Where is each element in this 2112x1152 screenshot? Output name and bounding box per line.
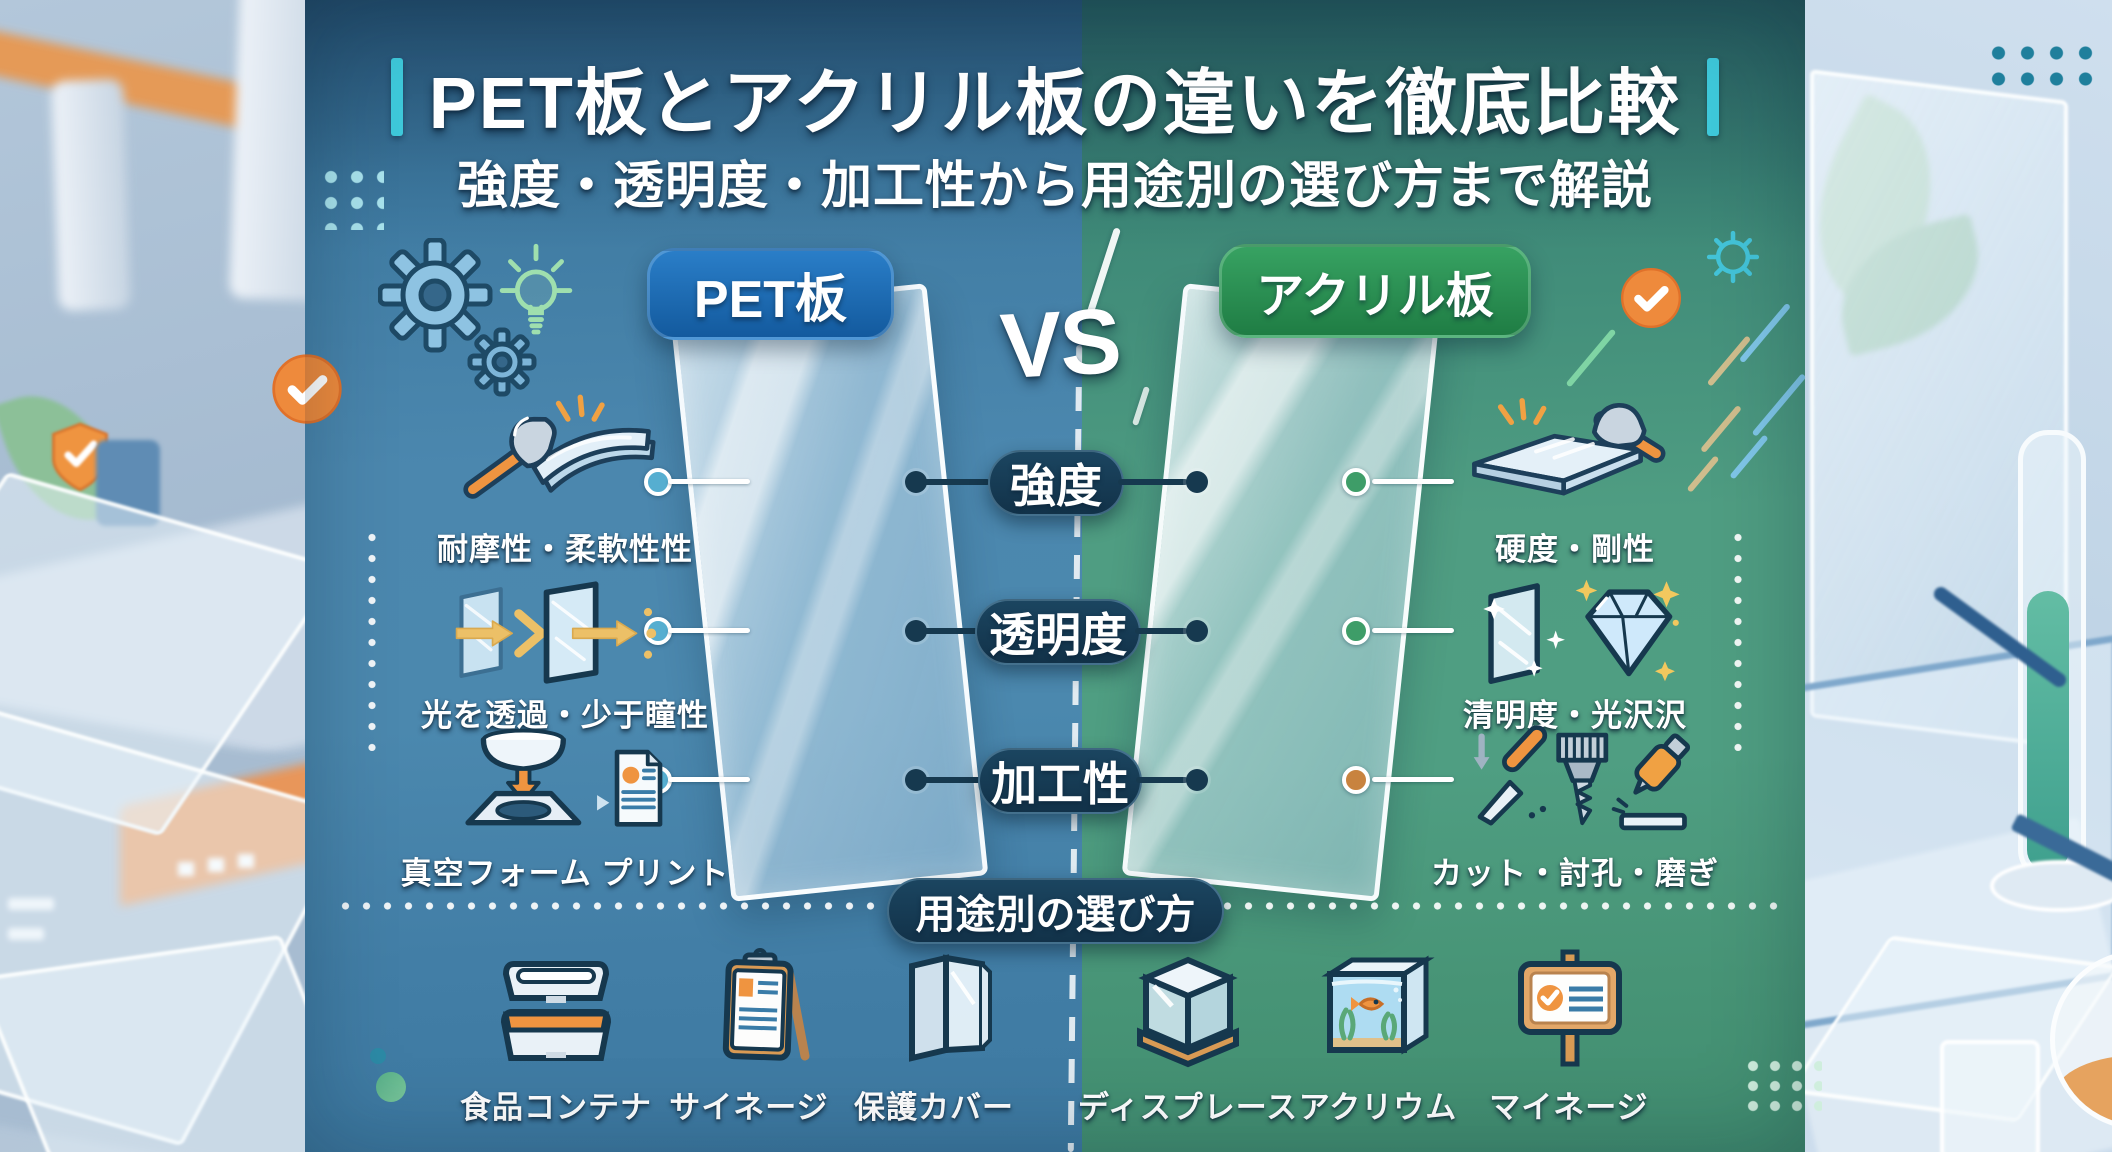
page-subtitle: 強度・透明度・加工性から用途別の選び方まで解説 [456, 157, 1653, 214]
gear-outline-icon [1706, 230, 1760, 284]
right-background-scene [1757, 0, 2112, 1152]
dotted-guide-line [368, 527, 376, 751]
connector-dot [644, 468, 672, 496]
connector-line [1135, 628, 1188, 634]
connector-dot [1186, 769, 1208, 791]
display-case-icon [1137, 956, 1239, 1068]
connector-dot [1186, 620, 1208, 642]
dot-decoration [370, 1048, 386, 1064]
check-circle-icon [272, 354, 342, 424]
aquarium-icon [1321, 955, 1435, 1055]
pet-transparency-label: 光を透過・少于瞳性 [421, 698, 709, 733]
connector-dot [905, 620, 927, 642]
connector-dot [1342, 468, 1370, 496]
usage-item-label: サイネージ [669, 1090, 829, 1125]
acrylic-transparency-label: 清明度・光沢沢 [1463, 698, 1687, 733]
usage-item-label: マイネージ [1489, 1090, 1649, 1125]
lightbulb-icon [499, 243, 573, 335]
food-container-icon [500, 961, 612, 1061]
dot-decoration [376, 1072, 406, 1102]
usage-item-label: 保護カバー [854, 1090, 1014, 1125]
page-title: PET板とアクリル板の違いを徹底比較 [428, 64, 1682, 144]
connector-line [1372, 777, 1454, 782]
title-accent-bar [1707, 57, 1720, 136]
usage-item-label: アクリウム [1298, 1090, 1458, 1125]
acrylic-strength-icons [1472, 398, 1666, 496]
pet-transparency-icons [455, 581, 657, 684]
factory-chimney [51, 78, 131, 312]
check-circle-icon [1621, 268, 1681, 328]
connector-dot [905, 769, 927, 791]
acrylic-badge: アクリル板 [1219, 244, 1531, 338]
beaker [1940, 1040, 2040, 1152]
connector-dot [1186, 471, 1208, 493]
connector-line [668, 479, 750, 484]
connector-line [1372, 479, 1454, 484]
left-background-scene [0, 0, 393, 1152]
acrylic-strength-label: 硬度・剛性 [1495, 532, 1655, 567]
usage-item-label: ディスプレース [1077, 1090, 1299, 1125]
pet-workability-label: 真空フォーム プリント [400, 856, 730, 891]
flask-liquid [2055, 1055, 2112, 1125]
pet-strength-label: 耐摩性・柔軟性性 [437, 532, 693, 567]
criteria-pill-strength: 強度 [988, 450, 1124, 516]
connector-line [922, 479, 990, 485]
criteria-pill-workability: 加工性 [978, 748, 1142, 814]
connector-line [1372, 628, 1454, 633]
connector-dot [1342, 617, 1370, 645]
connector-line [668, 777, 750, 782]
sign-board-icon [1518, 949, 1622, 1067]
acrylic-workability-icons [1473, 725, 1690, 831]
acrylic-transparency-icons [1483, 579, 1680, 684]
dot-grid-decoration [1984, 40, 2096, 92]
signage-icon [722, 948, 810, 1061]
usage-section-title: 用途別の選び方 [887, 878, 1224, 944]
vs-label: VS [998, 289, 1122, 399]
dotted-guide-line [1734, 527, 1742, 751]
connector-line [668, 628, 750, 633]
acrylic-workability-label: カット・討孔・磨ぎ [1431, 856, 1719, 891]
connector-line [922, 777, 982, 783]
connector-line [922, 628, 978, 634]
connector-line [1136, 777, 1188, 783]
title-accent-bar [390, 57, 403, 136]
usage-item-label: 食品コンテナ [460, 1090, 652, 1125]
pet-workability-icons [465, 728, 663, 827]
dot-grid-decoration [318, 164, 384, 230]
pet-badge: PET板 [647, 248, 894, 340]
dot-grid-decoration [1742, 1056, 1822, 1116]
gears-icon [378, 238, 537, 397]
pet-strength-icons [463, 394, 656, 499]
protective-cover-icon [909, 954, 992, 1062]
connector-dot [905, 471, 927, 493]
header: PET板とアクリル板の違いを徹底比較 [305, 44, 1805, 149]
connector-dot [1342, 766, 1370, 794]
criteria-pill-transparency: 透明度 [975, 599, 1141, 665]
connector-line [1118, 479, 1188, 485]
panel-top-shade [305, 0, 1805, 250]
